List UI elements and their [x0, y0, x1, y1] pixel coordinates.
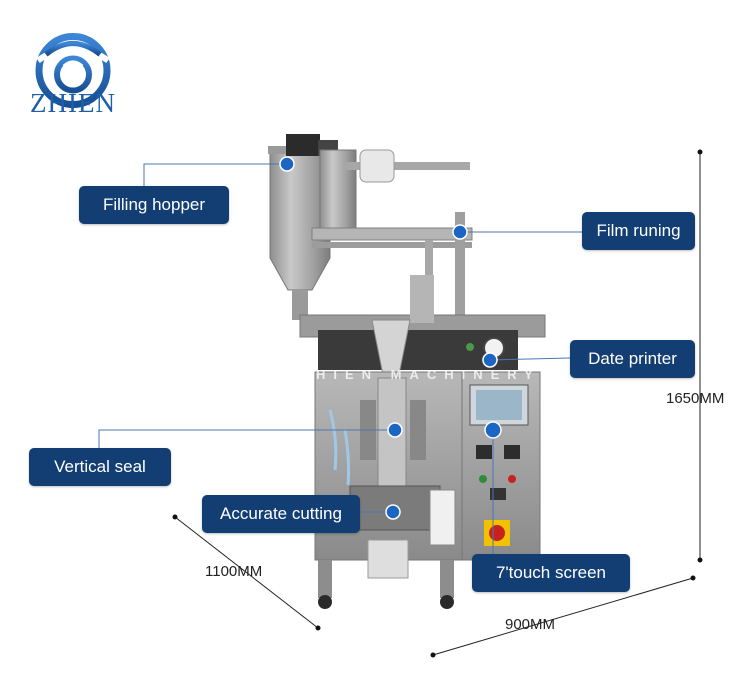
dimension-height: 1650MM [666, 390, 725, 407]
callout-vertical-seal: Vertical seal [29, 448, 171, 486]
film-roller-part [311, 212, 473, 330]
pointer-dot-film [452, 224, 468, 240]
pointer-dot-seal [387, 422, 403, 438]
dimension-depth: 1100MM [205, 563, 263, 580]
watermark-text: ZHIEN MACHINERY [300, 367, 541, 382]
callout-accurate-cutting: Accurate cutting [202, 495, 360, 533]
zhien-logo-icon [35, 33, 111, 108]
callout-film-running: Film runing [582, 212, 695, 250]
pointer-dot-screen [484, 421, 502, 439]
brand-name: ZHIEN [30, 88, 116, 118]
callout-touch-screen: 7'touch screen [472, 554, 630, 592]
pointer-dot-cutting [385, 504, 401, 520]
pointer-dot-hopper [279, 156, 295, 172]
callout-date-printer: Date printer [570, 340, 695, 378]
dimension-width: 900MM [505, 616, 556, 633]
callout-filling-hopper: Filling hopper [79, 186, 229, 224]
pointer-dot-printer [482, 352, 498, 368]
filling-hopper-part [268, 134, 470, 320]
